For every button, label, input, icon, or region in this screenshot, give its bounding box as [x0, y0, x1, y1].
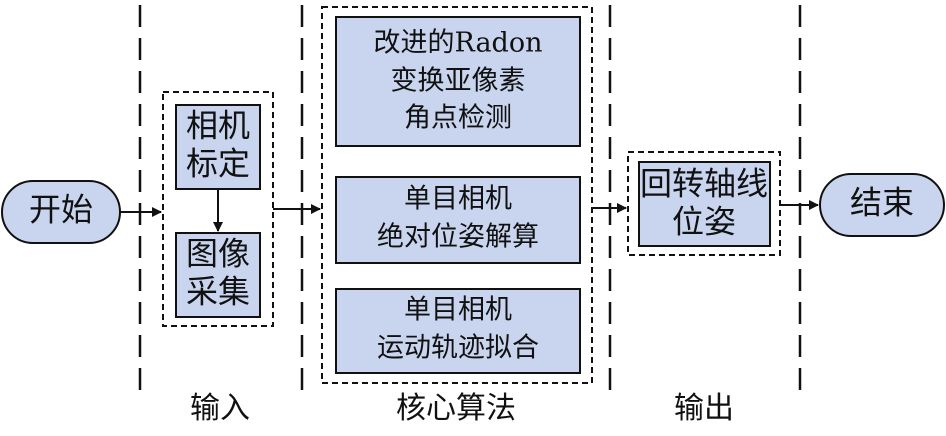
radon-corner-detection-node [335, 16, 581, 147]
end-node [819, 173, 945, 237]
absolute-pose-solving-node [335, 176, 581, 264]
axis-label-line1: 回转轴线 [640, 165, 768, 203]
section-input-caption: 输入 [190, 391, 250, 426]
camera-calibration-label-line1: 相机 [186, 107, 250, 145]
core-algorithm-group-box [321, 6, 593, 384]
image-capture-label-line1: 图像 [186, 235, 250, 273]
radon-label-line1: 改进的Radon [374, 28, 543, 59]
axis-label-line2: 位姿 [672, 203, 736, 241]
pose-label-line1: 单目相机 [404, 184, 512, 215]
image-capture-node [175, 232, 261, 318]
input-group-box [162, 91, 274, 327]
pose-label-line2: 绝对位姿解算 [377, 222, 539, 253]
output-group-box [627, 151, 781, 256]
end-label: 结束 [850, 184, 914, 222]
camera-calibration-label-line2: 标定 [186, 145, 250, 183]
motion-trajectory-fitting-node [335, 288, 581, 374]
rotation-axis-pose-node [638, 161, 771, 247]
section-output-caption: 输出 [674, 391, 734, 426]
image-capture-label-line2: 采集 [186, 273, 250, 311]
radon-label-line3: 角点检测 [404, 103, 512, 134]
section-core-caption: 核心算法 [396, 391, 516, 426]
start-label: 开始 [29, 191, 93, 229]
radon-label-line2: 变换亚像素 [391, 66, 526, 97]
motion-label-line2: 运动轨迹拟合 [377, 333, 539, 364]
motion-label-line1: 单目相机 [404, 295, 512, 326]
